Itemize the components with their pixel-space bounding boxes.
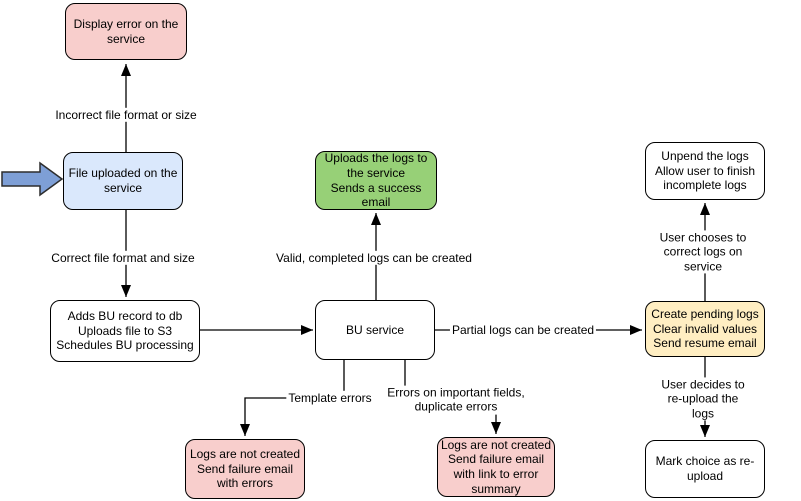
edge-label-partial-logs: Partial logs can be created	[449, 322, 597, 338]
edge-label-user-decides: User decides to re-upload the logs	[654, 377, 752, 421]
node-uploads-logs: Uploads the logs to the service Sends a …	[315, 151, 437, 210]
node-adds-bu-record: Adds BU record to db Uploads file to S3 …	[50, 300, 200, 362]
input-arrow-icon	[1, 161, 64, 197]
node-logs-not-created-summary: Logs are not created Send failure email …	[437, 437, 555, 497]
node-logs-not-created-errors: Logs are not created Send failure email …	[185, 439, 305, 499]
node-create-pending-logs: Create pending logs Clear invalid values…	[645, 301, 765, 357]
node-unpend-logs: Unpend the logs Allow user to finish inc…	[645, 142, 765, 200]
edge-label-valid-logs: Valid, completed logs can be created	[274, 250, 474, 266]
edge-label-user-chooses: User chooses to correct logs on service	[654, 230, 752, 274]
edge-label-important-errors: Errors on important fields, duplicate er…	[385, 385, 527, 415]
node-display-error: Display error on the service	[65, 3, 187, 60]
edge-label-correct-file: Correct file format and size	[49, 250, 197, 266]
node-mark-choice-reupload: Mark choice as re-upload	[645, 440, 765, 498]
edge-label-incorrect-file: Incorrect file format or size	[53, 107, 199, 123]
node-bu-service: BU service	[315, 300, 435, 360]
node-file-uploaded: File uploaded on the service	[63, 152, 183, 210]
edge-label-template-errors: Template errors	[286, 390, 374, 406]
